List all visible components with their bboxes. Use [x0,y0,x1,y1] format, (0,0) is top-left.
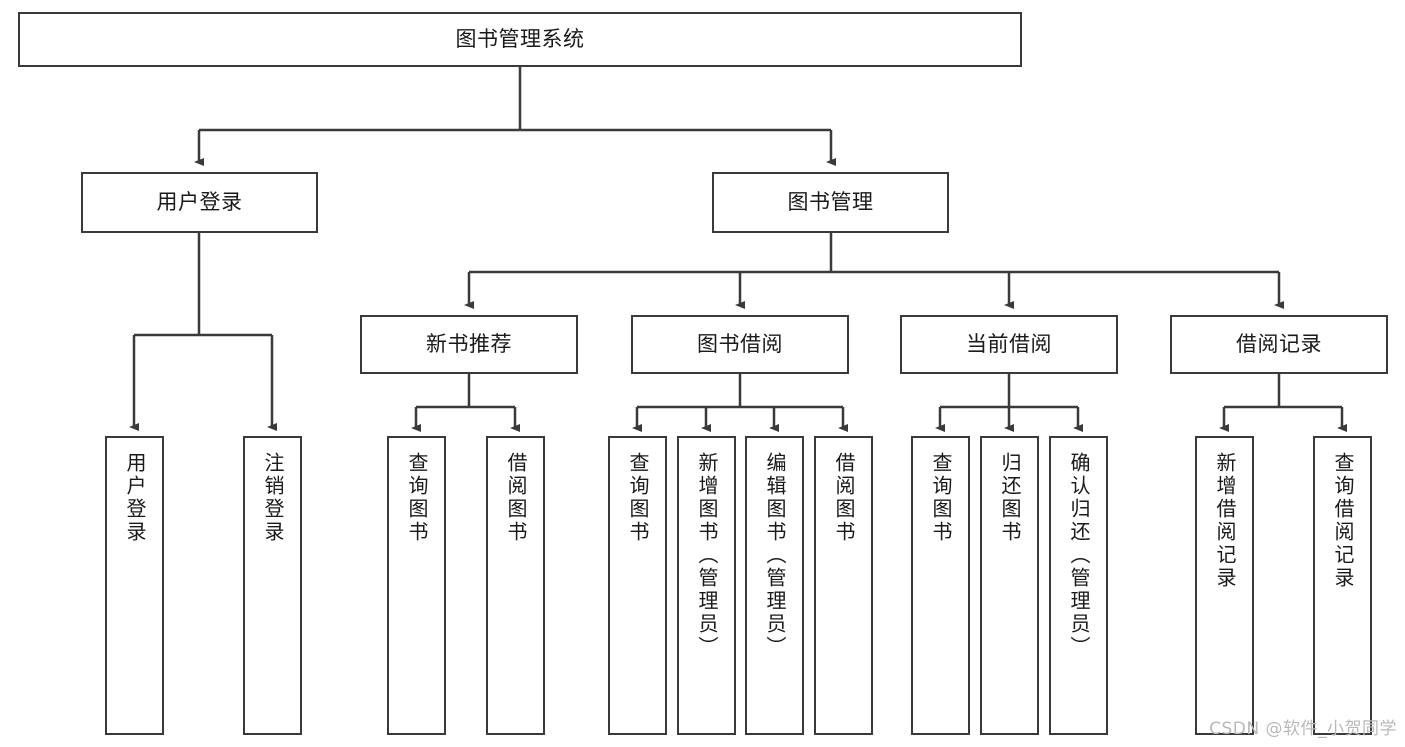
node-leaf-br-add-record[interactable]: 新增借阅记录 [1195,436,1254,735]
node-user-login-label: 用户登录 [156,190,243,215]
node-leaf-logout[interactable]: 注销登录 [243,436,302,735]
node-leaf-bb-add-book[interactable]: 新增图书（管理员） [677,436,736,735]
node-leaf-user-login[interactable]: 用户登录 [105,436,164,735]
node-leaf-bb-edit-book-label: 编辑图书（管理员） [763,452,787,659]
node-book-borrow-label: 图书借阅 [697,332,783,357]
node-leaf-bb-query-book-label: 查询图书 [626,452,650,544]
node-borrow-record[interactable]: 借阅记录 [1170,315,1388,374]
node-current-borrow-label: 当前借阅 [966,332,1052,357]
node-leaf-br-query-record-label: 查询借阅记录 [1331,452,1355,590]
node-leaf-nb-query-book[interactable]: 查询图书 [387,436,446,735]
node-leaf-cb-query-book-label: 查询图书 [929,452,953,544]
node-leaf-br-query-record[interactable]: 查询借阅记录 [1313,436,1372,735]
node-leaf-nb-query-book-label: 查询图书 [405,452,429,544]
node-leaf-nb-borrow-book[interactable]: 借阅图书 [486,436,545,735]
node-book-manage-label: 图书管理 [787,190,874,215]
node-leaf-nb-borrow-book-label: 借阅图书 [504,452,528,544]
node-user-login[interactable]: 用户登录 [81,172,318,233]
node-leaf-bb-query-book[interactable]: 查询图书 [608,436,667,735]
node-leaf-bb-edit-book[interactable]: 编辑图书（管理员） [745,436,804,735]
watermark: CSDN @软件_小贺同学 [1209,719,1397,739]
node-book-borrow[interactable]: 图书借阅 [631,315,849,374]
node-leaf-user-login-label: 用户登录 [123,452,147,544]
node-leaf-br-add-record-label: 新增借阅记录 [1213,452,1237,590]
node-leaf-cb-return-book[interactable]: 归还图书 [980,436,1039,735]
node-leaf-logout-label: 注销登录 [261,452,285,544]
node-root-label: 图书管理系统 [455,27,585,52]
node-leaf-cb-return-book-label: 归还图书 [998,452,1022,544]
node-leaf-cb-query-book[interactable]: 查询图书 [911,436,970,735]
node-leaf-bb-add-book-label: 新增图书（管理员） [695,452,719,659]
node-current-borrow[interactable]: 当前借阅 [900,315,1118,374]
node-leaf-bb-borrow-book-label: 借阅图书 [832,452,856,544]
node-leaf-bb-borrow-book[interactable]: 借阅图书 [814,436,873,735]
node-root[interactable]: 图书管理系统 [18,12,1022,67]
node-book-manage[interactable]: 图书管理 [712,172,949,233]
node-leaf-cb-confirm-return-label: 确认归还（管理员） [1067,452,1091,659]
node-new-book-recommend[interactable]: 新书推荐 [360,315,578,374]
node-new-book-recommend-label: 新书推荐 [426,332,512,357]
node-leaf-cb-confirm-return[interactable]: 确认归还（管理员） [1049,436,1108,735]
node-borrow-record-label: 借阅记录 [1236,332,1322,357]
